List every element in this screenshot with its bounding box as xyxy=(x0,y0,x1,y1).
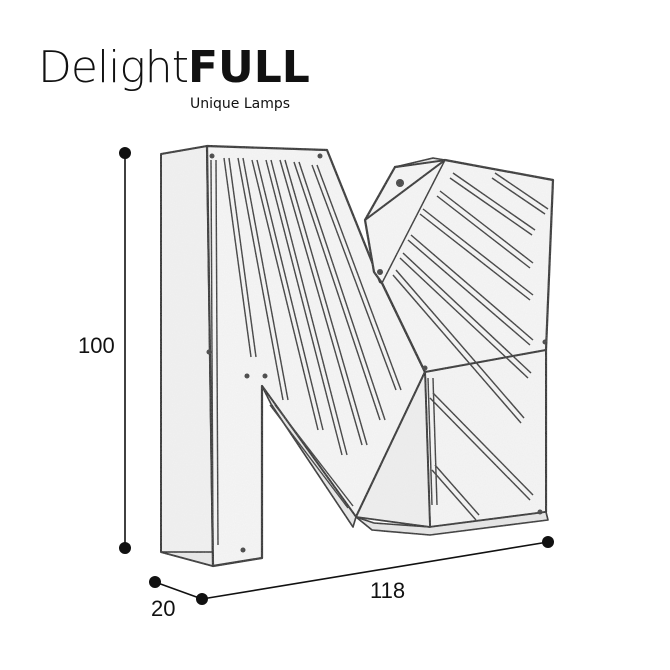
dimension-end-dot xyxy=(196,593,208,605)
dimension-end-dot xyxy=(119,542,131,554)
brand-logo: DelightFULL Unique Lamps xyxy=(38,42,310,122)
neon-tubes-right xyxy=(392,172,549,521)
brand-name-regular: Delight xyxy=(38,42,189,93)
brand-tagline: Unique Lamps xyxy=(190,96,291,112)
width-depth-dimension xyxy=(149,536,554,605)
right-leg-face xyxy=(424,349,547,528)
brand-name: DelightFULL xyxy=(38,42,310,94)
center-fold xyxy=(355,371,431,528)
width-label: 118 xyxy=(370,578,406,603)
height-dimension xyxy=(119,147,131,554)
fixtures xyxy=(206,153,548,553)
dimension-end-dot xyxy=(149,576,161,588)
dimension-end-dot xyxy=(119,147,131,159)
right-bottom-depth xyxy=(355,511,549,536)
depth-label: 20 xyxy=(151,596,176,621)
brand-name-bold: FULL xyxy=(187,42,310,93)
dimension-end-dot xyxy=(542,536,554,548)
neon-tubes-left xyxy=(210,157,402,546)
letter-m-lamp xyxy=(160,144,555,568)
left-side-panel xyxy=(160,145,214,567)
right-top-depth xyxy=(394,157,446,168)
height-label: 100 xyxy=(78,333,115,358)
